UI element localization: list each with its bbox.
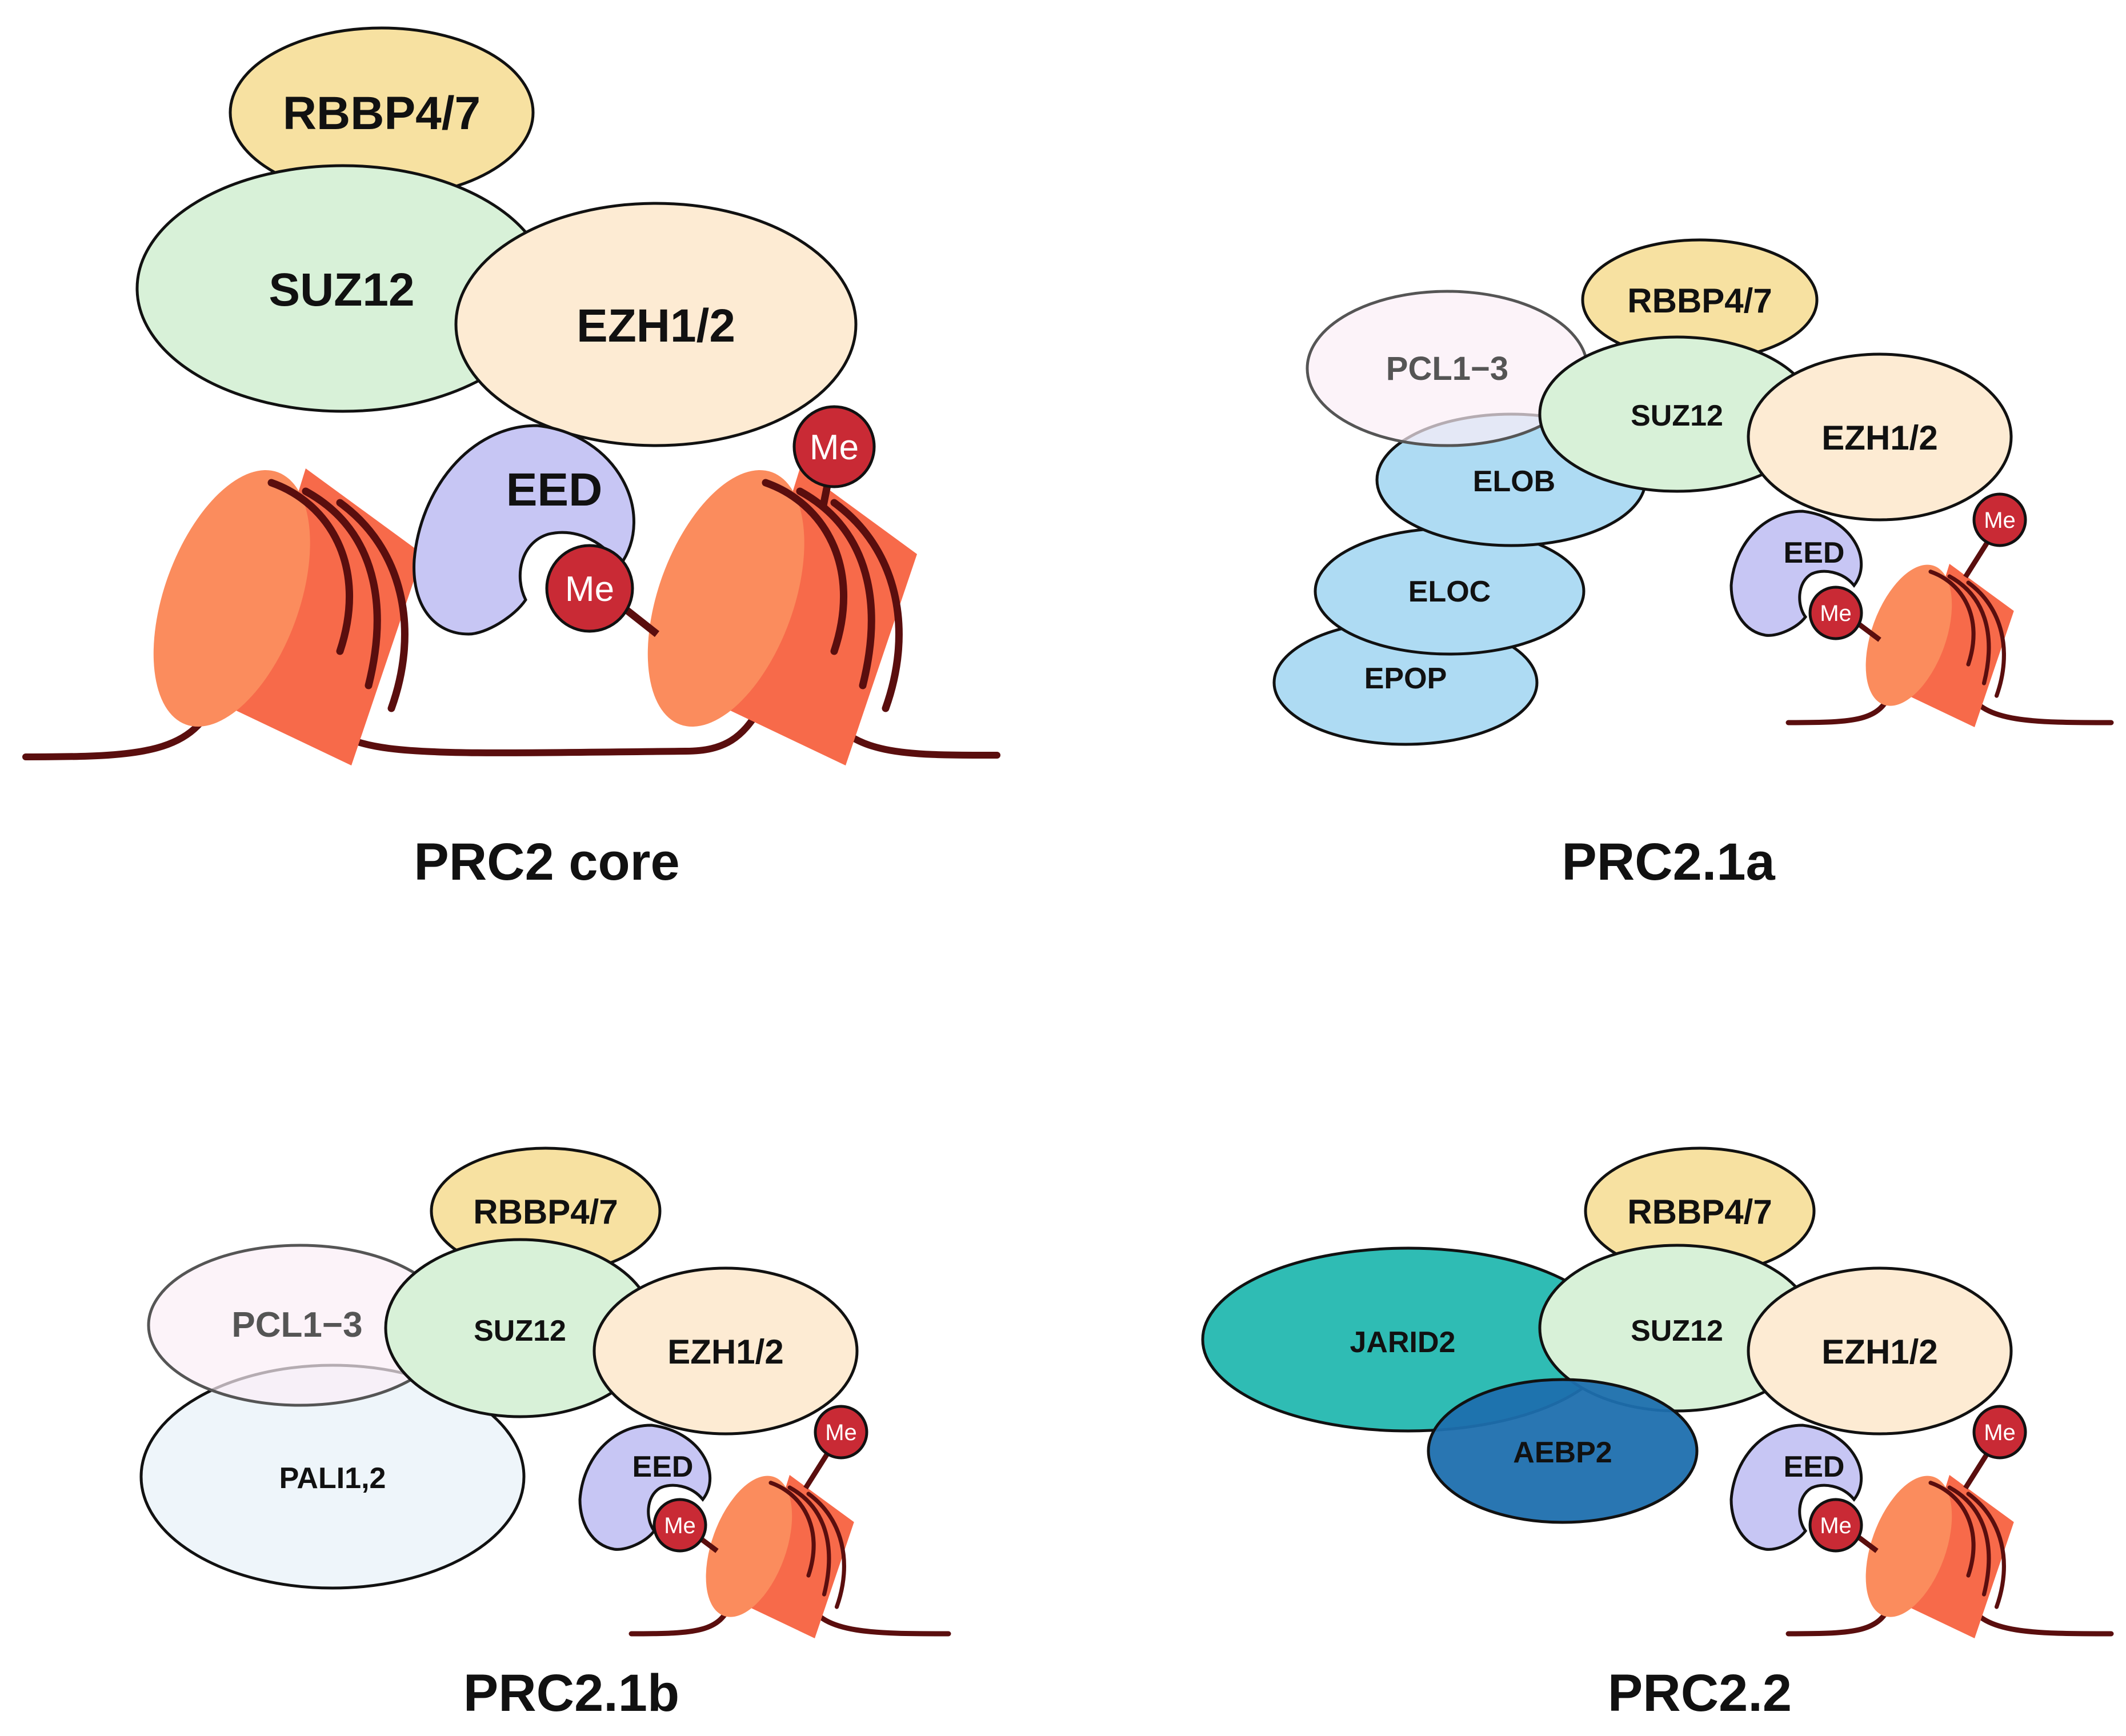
methyl-mark bbox=[1972, 1405, 2027, 1460]
ezh1-2-subunit bbox=[454, 202, 858, 447]
panel-prc2-core: RBBP4/7 SUZ12 EZH1/2 EED Me Me PRC2 core bbox=[22, 26, 1000, 891]
eloc-label: ELOC bbox=[1408, 575, 1491, 608]
eed-label: EED bbox=[632, 1450, 694, 1484]
methyl-mark bbox=[1808, 586, 1863, 640]
nucleosome bbox=[122, 449, 423, 765]
ezh1-2-label: EZH1/2 bbox=[576, 300, 735, 352]
panel-prc2-1b: PALI1,2 PCL1−3 RBBP4/7 SUZ12 EZH1/2 EED … bbox=[139, 1146, 951, 1722]
rbbp4-7-label: RBBP4/7 bbox=[283, 87, 481, 139]
ezh1-2-subunit bbox=[592, 1266, 859, 1436]
eed-label: EED bbox=[506, 464, 603, 516]
panel-prc2-1a: EPOP ELOC ELOB PCL1−3 RBBP4/7 SUZ12 EZH1… bbox=[1272, 238, 2114, 891]
me-label: Me bbox=[1984, 508, 2016, 533]
me-label: Me bbox=[825, 1420, 857, 1445]
eed-subunit bbox=[1729, 510, 1863, 637]
me-label: Me bbox=[1820, 1513, 1852, 1538]
eed-subunit bbox=[1729, 1424, 1863, 1551]
methyl-mark bbox=[1972, 492, 2027, 547]
suz12-label: SUZ12 bbox=[1631, 399, 1723, 432]
me-label: Me bbox=[1820, 601, 1852, 626]
panel-title: PRC2.1a bbox=[1562, 833, 1775, 891]
ezh1-2-subunit bbox=[1747, 1266, 2013, 1436]
elob-label: ELOB bbox=[1473, 465, 1555, 498]
eed-label: EED bbox=[1784, 1450, 1845, 1484]
panel-title: PRC2.2 bbox=[1608, 1664, 1792, 1722]
pali1-2-label: PALI1,2 bbox=[279, 1462, 386, 1495]
methyl-mark bbox=[814, 1405, 868, 1460]
suz12-label: SUZ12 bbox=[474, 1314, 566, 1348]
ezh1-2-label: EZH1/2 bbox=[1821, 419, 1937, 457]
me-label: Me bbox=[664, 1513, 696, 1538]
aebp2-label: AEBP2 bbox=[1513, 1436, 1612, 1469]
jarid2-label: JARID2 bbox=[1350, 1326, 1456, 1359]
ezh1-2-label: EZH1/2 bbox=[1821, 1333, 1937, 1371]
methyl-mark bbox=[652, 1498, 707, 1553]
me-label: Me bbox=[565, 570, 614, 609]
epop-label: EPOP bbox=[1364, 662, 1447, 695]
rbbp4-7-label: RBBP4/7 bbox=[1627, 282, 1772, 320]
nucleosome bbox=[1849, 553, 2014, 727]
panel-prc2-2: JARID2 RBBP4/7 SUZ12 AEBP2 EZH1/2 EED Me… bbox=[1201, 1146, 2114, 1722]
pcl1-3-label: PCL1−3 bbox=[231, 1305, 362, 1345]
methyl-mark bbox=[792, 405, 876, 488]
panel-title: PRC2 core bbox=[414, 833, 679, 891]
me-label: Me bbox=[810, 428, 859, 467]
methyl-mark bbox=[545, 544, 634, 633]
methyl-mark bbox=[1808, 1498, 1863, 1553]
me-label: Me bbox=[1984, 1420, 2016, 1445]
pcl1-3-label: PCL1−3 bbox=[1386, 350, 1508, 387]
aebp2-subunit bbox=[1427, 1378, 1699, 1524]
rbbp4-7-label: RBBP4/7 bbox=[473, 1193, 618, 1231]
suz12-label: SUZ12 bbox=[269, 264, 414, 316]
nucleosome bbox=[616, 449, 917, 765]
eed-subunit bbox=[413, 424, 635, 636]
suz12-label: SUZ12 bbox=[1631, 1314, 1723, 1348]
ezh1-2-label: EZH1/2 bbox=[667, 1333, 783, 1371]
rbbp4-7-label: RBBP4/7 bbox=[1627, 1193, 1772, 1231]
panel-title: PRC2.1b bbox=[463, 1664, 679, 1722]
eed-label: EED bbox=[1784, 536, 1845, 570]
ezh1-2-subunit bbox=[1747, 352, 2013, 522]
